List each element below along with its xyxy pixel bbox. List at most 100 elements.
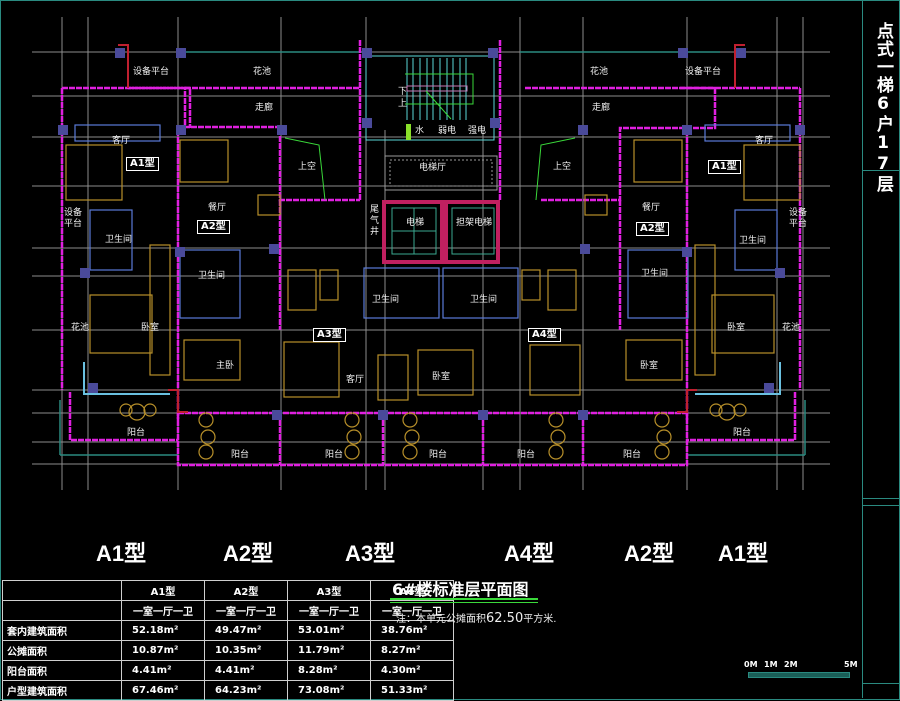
elevator-lobby bbox=[384, 155, 498, 191]
table-cell: 10.35m² bbox=[204, 640, 288, 661]
room-type-cell: 一室一厅一卫 bbox=[121, 600, 205, 621]
header-cell: A1型 bbox=[121, 580, 205, 601]
room-label-balcony: 阳台 bbox=[127, 428, 146, 438]
table-cell bbox=[2, 600, 122, 621]
table-cell: 64.23m² bbox=[204, 680, 288, 701]
room-label-living: 客厅 bbox=[112, 136, 131, 146]
unit-type-label-a1: A1型 bbox=[96, 541, 147, 566]
unit-tag-a2-right: A2型 bbox=[636, 222, 669, 236]
room-label-equipment-1: 设备 bbox=[789, 208, 808, 218]
shaft-label-1: 尾 bbox=[370, 205, 380, 215]
wall-outlines bbox=[60, 40, 802, 467]
title-underline bbox=[390, 598, 538, 600]
room-label-living: 客厅 bbox=[755, 136, 774, 146]
table-cell: 4.41m² bbox=[204, 660, 288, 681]
room-label-flower-bed: 花池 bbox=[253, 67, 272, 77]
title-block-divider bbox=[863, 683, 899, 684]
elevator-cars bbox=[391, 207, 495, 255]
room-label-bathroom: 卫生间 bbox=[198, 271, 226, 281]
title-block-divider bbox=[863, 505, 899, 506]
room-label-equipment-2: 平台 bbox=[789, 219, 808, 229]
columns bbox=[58, 48, 805, 420]
note-text: 注：本单元公摊面积 bbox=[396, 614, 486, 625]
furniture bbox=[65, 139, 801, 460]
room-label-dining: 餐厅 bbox=[642, 203, 661, 213]
shaft-label-3: 井 bbox=[370, 227, 380, 237]
room-label-flower-bed: 花池 bbox=[71, 323, 90, 333]
unit-tag-a3: A3型 bbox=[313, 328, 346, 342]
table-cell: 53.01m² bbox=[287, 620, 371, 641]
scale-bar-graphic bbox=[748, 672, 850, 678]
table-cell: 67.46m² bbox=[121, 680, 205, 701]
unit-tag-a1-right: A1型 bbox=[708, 160, 741, 174]
shaft-label-2: 气 bbox=[370, 216, 380, 226]
room-type-row: 一室一厅一卫 一室一厅一卫 一室一厅一卫 一室一厅一卫 bbox=[2, 600, 454, 621]
table-row: 阳台面积 4.41m² 4.41m² 8.28m² 4.30m² bbox=[2, 660, 454, 681]
room-label-bedroom: 卧室 bbox=[141, 323, 160, 333]
room-label-equipment-1: 设备 bbox=[64, 208, 83, 218]
room-label-balcony: 阳台 bbox=[623, 450, 642, 460]
room-label-bedroom: 卧室 bbox=[640, 361, 659, 371]
room-label-master-bedroom: 主卧 bbox=[216, 361, 235, 371]
scale-tick-label: 1M bbox=[764, 660, 778, 669]
elevator-label: 电梯 bbox=[406, 218, 425, 228]
room-type-cell: 一室一厅一卫 bbox=[287, 600, 371, 621]
unit-tag-a1-left: A1型 bbox=[126, 157, 159, 171]
room-label-balcony: 阳台 bbox=[325, 450, 344, 460]
room-label-balcony: 阳台 bbox=[231, 450, 250, 460]
row-label: 公摊面积 bbox=[2, 640, 122, 661]
title-block bbox=[862, 0, 899, 698]
room-label-void: 上空 bbox=[298, 162, 317, 172]
strong-current-label: 强电 bbox=[468, 126, 487, 136]
table-cell: 8.28m² bbox=[287, 660, 371, 681]
room-label-bathroom: 卫生间 bbox=[470, 295, 498, 305]
room-label-bedroom: 卧室 bbox=[727, 323, 746, 333]
stair-down-label: 下 bbox=[398, 87, 408, 97]
table-cell: 4.41m² bbox=[121, 660, 205, 681]
room-label-corridor: 走廊 bbox=[592, 103, 611, 113]
stretcher-elevator-label: 担架电梯 bbox=[456, 218, 493, 228]
scale-tick-label: 5M bbox=[844, 660, 858, 669]
room-label-balcony: 阳台 bbox=[733, 428, 752, 438]
table-cell: 8.27m² bbox=[370, 640, 454, 661]
room-label-flower-bed: 花池 bbox=[590, 67, 609, 77]
water-label: 水 bbox=[415, 126, 425, 136]
table-cell: 10.87m² bbox=[121, 640, 205, 661]
title-underline bbox=[390, 602, 538, 603]
room-type-cell: 一室一厅一卫 bbox=[204, 600, 288, 621]
unit-type-label-a2: A2型 bbox=[624, 541, 675, 566]
room-label-corridor: 走廊 bbox=[255, 103, 274, 113]
table-cell: 73.08m² bbox=[287, 680, 371, 701]
room-label-equipment-2: 平台 bbox=[64, 219, 83, 229]
scale-tick-label: 2M bbox=[784, 660, 798, 669]
row-label: 户型建筑面积 bbox=[2, 680, 122, 701]
room-label-dining: 餐厅 bbox=[208, 203, 227, 213]
table-row: 户型建筑面积 67.46m² 64.23m² 73.08m² 51.33m² bbox=[2, 680, 454, 701]
header-cell: A2型 bbox=[204, 580, 288, 601]
unit-type-label-a4: A4型 bbox=[504, 541, 555, 566]
table-cell: 11.79m² bbox=[287, 640, 371, 661]
table-row: 套内建筑面积 52.18m² 49.47m² 53.01m² 38.76m² bbox=[2, 620, 454, 641]
water-pipe bbox=[406, 124, 411, 140]
room-label-equipment-platform: 设备平台 bbox=[133, 67, 170, 77]
table-row: 公摊面积 10.87m² 10.35m² 11.79m² 8.27m² bbox=[2, 640, 454, 661]
table-cell: 51.33m² bbox=[370, 680, 454, 701]
header-cell bbox=[2, 580, 122, 601]
bathroom-fixtures bbox=[74, 124, 791, 319]
stair bbox=[365, 55, 495, 141]
room-label-bathroom: 卫生间 bbox=[739, 236, 767, 246]
room-label-equipment-platform: 设备平台 bbox=[685, 67, 722, 77]
row-label: 套内建筑面积 bbox=[2, 620, 122, 641]
sheet-title: 6#楼标准层平面图 bbox=[392, 580, 529, 599]
room-label-living: 客厅 bbox=[346, 375, 365, 385]
table-cell: 49.47m² bbox=[204, 620, 288, 641]
elevator-shafts bbox=[382, 200, 500, 264]
room-label-balcony: 阳台 bbox=[429, 450, 448, 460]
room-label-balcony: 阳台 bbox=[517, 450, 536, 460]
unit-type-label-a1: A1型 bbox=[718, 541, 769, 566]
room-label-bathroom: 卫生间 bbox=[641, 269, 669, 279]
shared-area-note: 注：本单元公摊面积62.50平方米. bbox=[396, 610, 556, 626]
room-label-bedroom: 卧室 bbox=[432, 372, 451, 382]
red-walls bbox=[118, 44, 745, 413]
